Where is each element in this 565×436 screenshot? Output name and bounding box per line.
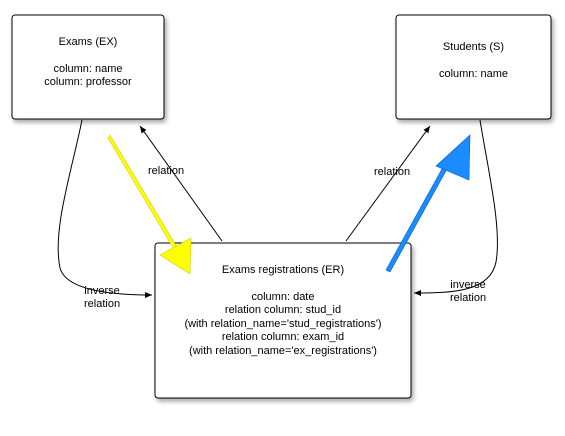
inverse-relation-s-to-er (413, 119, 498, 296)
label-inverse-right-line1: inverse (450, 279, 486, 291)
yellow-highlight-arrow (107, 134, 192, 275)
label-relation-er-to-s: relation (374, 166, 411, 178)
label-inverse-left-line1: inverse (84, 285, 120, 297)
label-inverse-relation-left: inverse relation (84, 285, 120, 311)
blue-highlight-arrow (385, 134, 471, 273)
relation-er-to-s (345, 125, 431, 242)
students-box (395, 14, 552, 120)
label-inverse-right-line2: relation (450, 292, 487, 304)
registrations-box (154, 242, 412, 399)
label-inverse-relation-right: inverse relation (450, 279, 486, 305)
relation-er-to-ex (139, 125, 223, 242)
label-relation-er-to-ex: relation (148, 165, 185, 177)
exams-box (11, 14, 165, 120)
inverse-relation-ex-to-er (57, 119, 153, 298)
label-inverse-left-line2: relation (84, 298, 121, 310)
